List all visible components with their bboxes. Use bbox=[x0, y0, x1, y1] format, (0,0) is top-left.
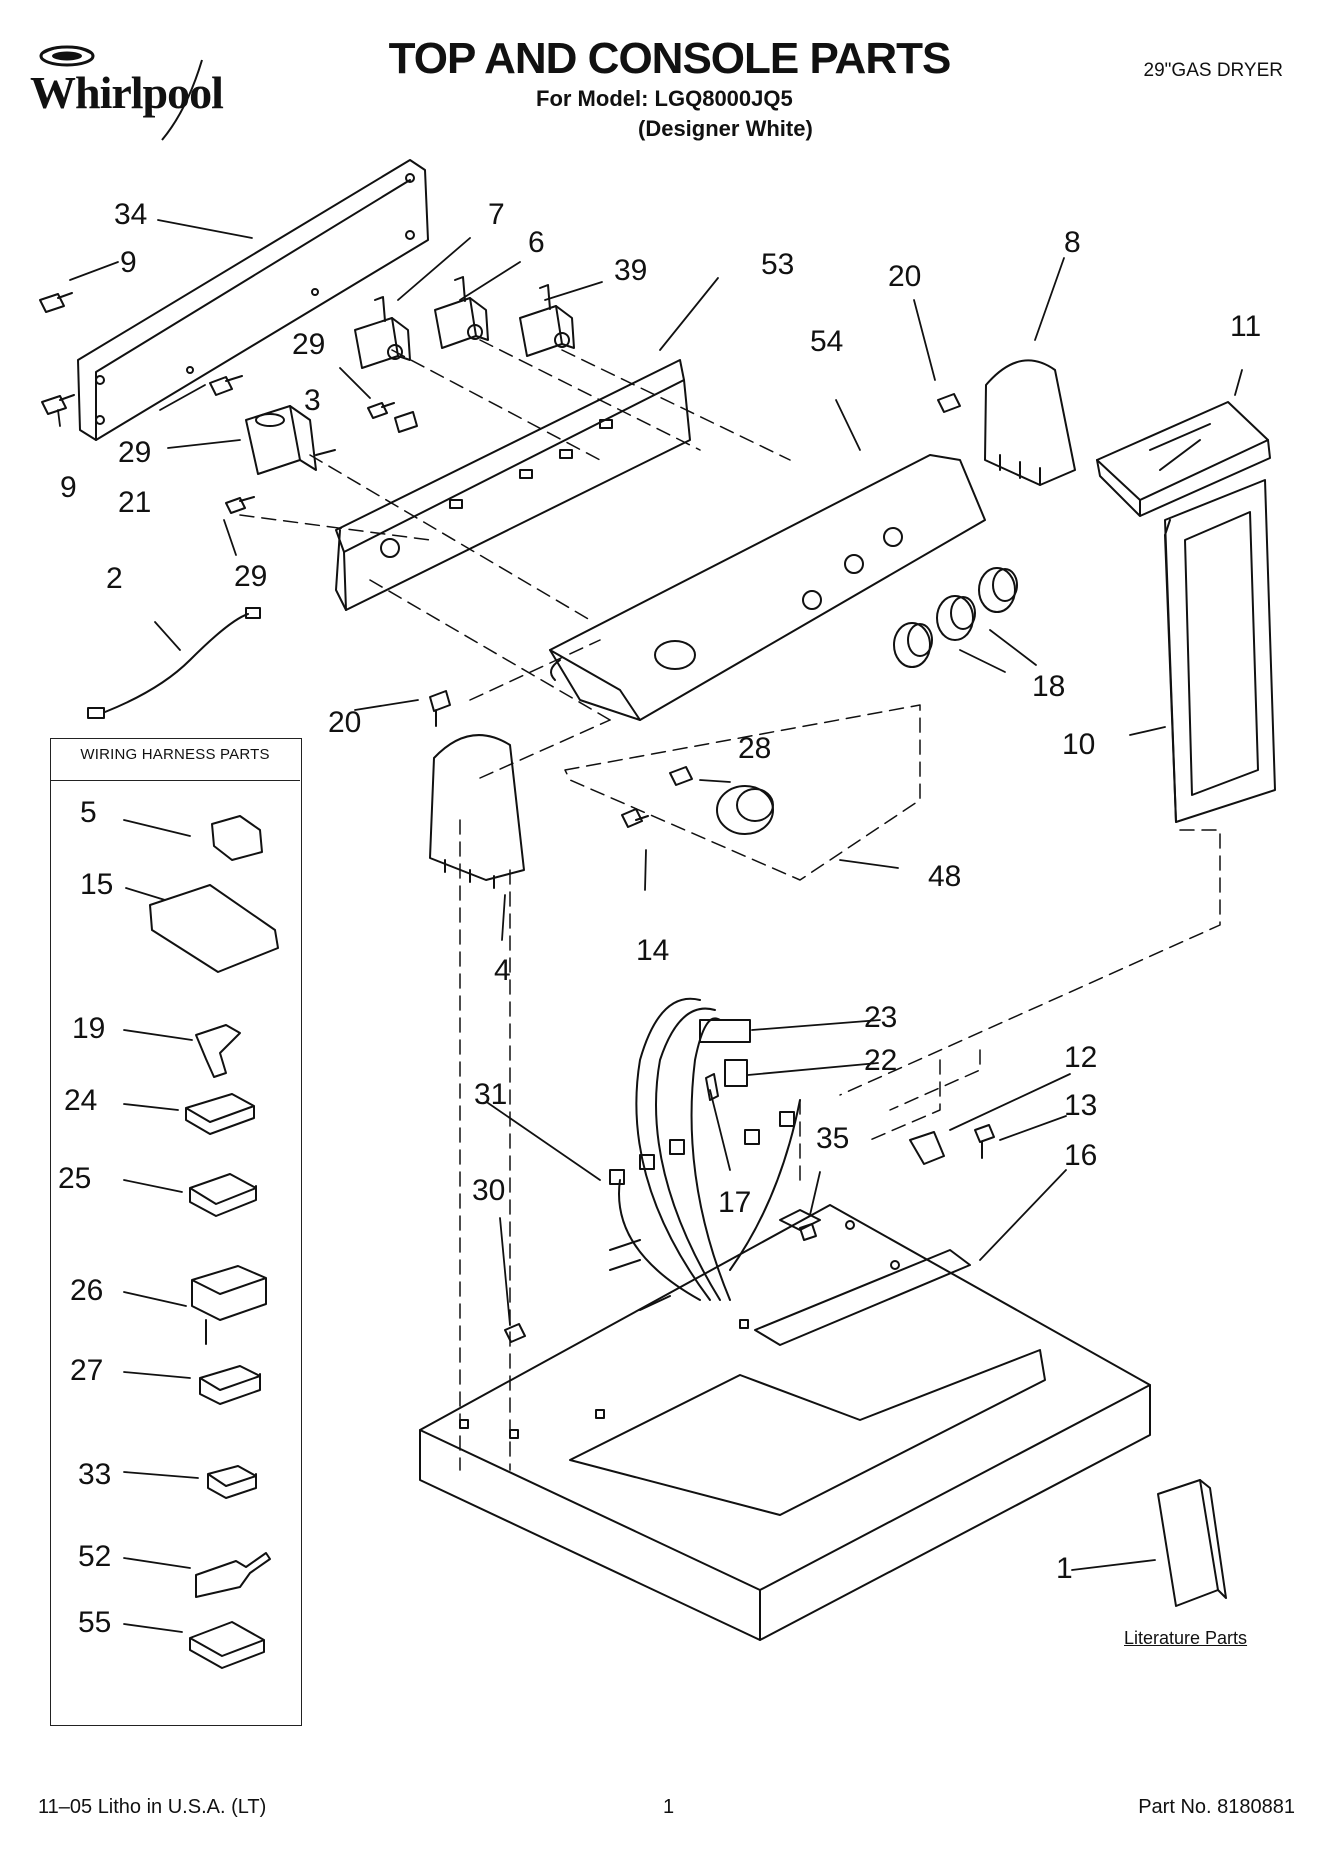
model-line: For Model: LGQ8000JQ5 bbox=[536, 86, 793, 111]
end-cap-8 bbox=[984, 359, 1076, 486]
callout-18: 18 bbox=[1032, 670, 1066, 703]
callout-20: 20 bbox=[888, 260, 922, 293]
brand-name: Whirlpool bbox=[30, 67, 224, 118]
callout-48: 48 bbox=[928, 860, 962, 893]
connector-26-icon bbox=[191, 1265, 267, 1345]
screw-14 bbox=[621, 808, 649, 828]
legend-leaders bbox=[123, 819, 199, 1633]
console-54 bbox=[549, 454, 986, 721]
part-number: Part No. 8180881 bbox=[1138, 1796, 1295, 1818]
callout-21: 21 bbox=[118, 486, 152, 519]
callout-31: 31 bbox=[474, 1078, 508, 1111]
legend-item-52: 52 bbox=[78, 1540, 112, 1573]
harness-31 bbox=[609, 997, 801, 1311]
callout-53: 53 bbox=[761, 248, 795, 281]
rear-bracket bbox=[77, 159, 429, 441]
callout-6: 6 bbox=[528, 226, 545, 259]
connector-33-icon bbox=[207, 1465, 257, 1499]
part-3 bbox=[394, 411, 418, 433]
legend-item-19: 19 bbox=[72, 1012, 106, 1045]
literature-parts-label: Literature Parts bbox=[1124, 1628, 1248, 1648]
part-28 bbox=[669, 766, 693, 786]
page-number: 1 bbox=[663, 1796, 675, 1818]
connector-15-icon bbox=[149, 884, 279, 973]
logo-swirl-icon bbox=[39, 45, 203, 141]
callout-22: 22 bbox=[864, 1044, 898, 1077]
callout-9: 9 bbox=[60, 471, 77, 504]
connector-27-icon bbox=[199, 1365, 261, 1405]
switch-39 bbox=[519, 284, 575, 357]
clip-19-icon bbox=[195, 1024, 241, 1078]
clip-12 bbox=[909, 1131, 945, 1165]
end-cap-4 bbox=[429, 734, 525, 889]
callout-9: 9 bbox=[120, 246, 137, 279]
literature-1 bbox=[1157, 1479, 1227, 1607]
top-16 bbox=[419, 1204, 1151, 1641]
callout-11: 11 bbox=[1230, 310, 1262, 343]
legend-item-25: 25 bbox=[58, 1162, 92, 1195]
screw-13 bbox=[974, 1124, 995, 1159]
connector-5-icon bbox=[211, 815, 263, 861]
legend-divider bbox=[50, 780, 300, 781]
page-title: TOP AND CONSOLE PARTS bbox=[388, 34, 952, 83]
legend-icons bbox=[149, 815, 279, 1669]
legend-item-24: 24 bbox=[64, 1084, 98, 1117]
screw-20b bbox=[429, 690, 451, 727]
callout-2: 2 bbox=[106, 562, 123, 595]
callout-35: 35 bbox=[816, 1122, 850, 1155]
legend-item-26: 26 bbox=[70, 1274, 104, 1307]
wiring-harness-legend bbox=[50, 738, 302, 1726]
callout-29: 29 bbox=[118, 436, 152, 469]
switch-7 bbox=[354, 296, 411, 369]
callout-23: 23 bbox=[864, 1001, 898, 1034]
callout-17: 17 bbox=[718, 1186, 752, 1219]
legend-item-5: 5 bbox=[80, 796, 97, 829]
callout-29: 29 bbox=[292, 328, 326, 361]
callout-10: 10 bbox=[1062, 728, 1096, 761]
legend-item-55: 55 bbox=[78, 1606, 112, 1639]
callout-30: 30 bbox=[472, 1174, 506, 1207]
callout-29: 29 bbox=[234, 560, 268, 593]
knobs-18 bbox=[893, 567, 1018, 668]
callout-7: 7 bbox=[488, 198, 505, 231]
print-info: 11–05 Litho in U.S.A. (LT) bbox=[38, 1796, 267, 1818]
screw-20a bbox=[937, 393, 961, 413]
legend-item-15: 15 bbox=[80, 868, 114, 901]
callout-54: 54 bbox=[810, 325, 844, 358]
product-type: 29"GAS DRYER bbox=[1143, 60, 1283, 81]
connector-24-icon bbox=[185, 1093, 255, 1135]
connector-25-icon bbox=[189, 1173, 257, 1217]
variant-label: (Designer White) bbox=[638, 116, 813, 141]
callout-20: 20 bbox=[328, 706, 362, 739]
timer-21 bbox=[245, 405, 336, 475]
callout-8: 8 bbox=[1064, 226, 1081, 259]
control-bracket bbox=[335, 359, 691, 611]
callout-28: 28 bbox=[738, 732, 772, 765]
lint-screen-11 bbox=[1096, 401, 1271, 517]
legend-item-27: 27 bbox=[70, 1354, 104, 1387]
callout-12: 12 bbox=[1064, 1041, 1098, 1074]
lint-housing-10 bbox=[1164, 479, 1276, 823]
callout-34: 34 bbox=[114, 198, 148, 231]
guide-lines bbox=[239, 339, 1221, 1471]
callout-14: 14 bbox=[636, 934, 670, 967]
callout-1: 1 bbox=[1056, 1552, 1073, 1585]
legend-title: WIRING HARNESS PARTS bbox=[80, 746, 270, 763]
leader-arrows bbox=[57, 219, 1243, 1571]
screws-left bbox=[39, 292, 395, 514]
knob-48 bbox=[716, 785, 774, 835]
callout-16: 16 bbox=[1064, 1139, 1098, 1172]
callout-4: 4 bbox=[494, 954, 511, 987]
terminal-52-icon bbox=[195, 1552, 271, 1598]
callout-3: 3 bbox=[304, 384, 321, 417]
part-30 bbox=[504, 1323, 526, 1343]
whirlpool-logo: Whirlpool bbox=[22, 40, 262, 150]
legend-item-33: 33 bbox=[78, 1458, 112, 1491]
connector-55-icon bbox=[189, 1621, 265, 1669]
callout-13: 13 bbox=[1064, 1089, 1098, 1122]
switch-6 bbox=[434, 276, 489, 349]
callout-39: 39 bbox=[614, 254, 648, 287]
wire-2 bbox=[87, 607, 261, 719]
